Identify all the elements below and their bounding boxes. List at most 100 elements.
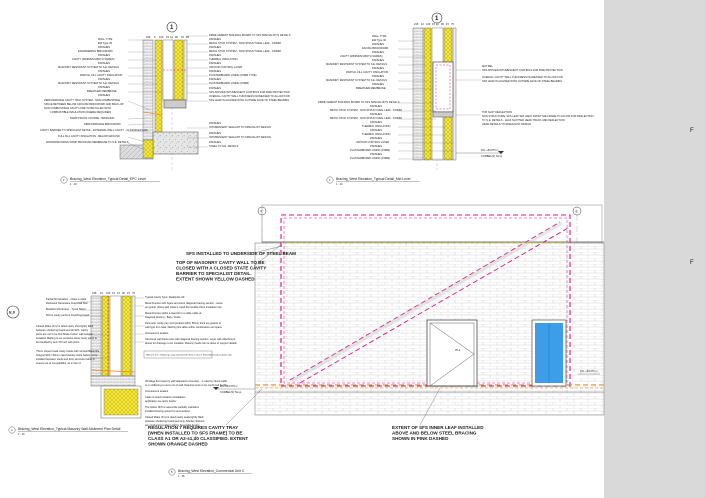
svg-text:FINISHES: FINISHES [370,128,382,132]
svg-text:FFL +53.675 m: FFL +53.675 m [220,384,238,388]
svg-text:TOP SLOT DEFLECTION: TOP SLOT DEFLECTION [482,110,512,114]
svg-text:FINISHES: FINISHES [209,37,221,41]
svg-text:EXTENT SHOWN YELLOW DASHED: EXTENT SHOWN YELLOW DASHED [176,277,255,282]
svg-text:NON STRUCTURAL SFS LEAF SET AW: NON STRUCTURAL SFS LEAF SET AWAY FROM TH… [482,114,594,118]
svg-text:FINISHES: FINISHES [370,144,382,148]
svg-text:PLASTERBOARD LINING (15MM): PLASTERBOARD LINING (15MM) [350,148,390,152]
svg-text:as typical. Wires with Class 1: as typical. Wires with Class 1 rated Per… [145,305,222,309]
svg-text:OVERALL CAVITY WALL THICKNESS: OVERALL CAVITY WALL THICKNESS INCREASED … [482,75,563,79]
door-tag: W-1 [455,348,461,352]
detail-title: Bracing_West Elevation_Typical Detail_Mi… [336,177,411,181]
brickwork-outer-leaf [142,39,154,141]
svg-text:OVERALL CAVITY WALL THICKNESS: OVERALL CAVITY WALL THICKNESS INCREASED … [209,94,290,98]
annotation-cavity-barrier: TOP OF MASONRY CAVITY WALL TO BE CLOSED … [176,260,266,282]
svg-text:FINISHES: FINISHES [372,66,384,70]
svg-text:TO S.E. DETAILS - LEAF SLOTTED: TO S.E. DETAILS - LEAF SLOTTED HEAD TRAC… [482,118,565,122]
svg-text:150: 150 [146,35,151,39]
svg-text:50mm cavity perform breathing: 50mm cavity perform breathing board [46,313,90,317]
svg-text:FINISHES: FINISHES [209,86,221,90]
level-marker: FFL +53.675 m CORBEL(S) Temp [213,384,255,394]
cavity-insulation [154,39,163,141]
svg-text:15: 15 [112,291,115,295]
svg-text:FINISHES: FINISHES [372,74,384,78]
svg-text:NON COMBUSTIBLE CAVITY FIRE TO: NON COMBUSTIBLE CAVITY FIRE TO BE FILLED… [44,106,111,110]
svg-text:MAT.REL: MAT.REL [482,64,493,68]
svg-text:FINISHES: FINISHES [370,104,382,108]
svg-text:FIBRE CEMENT BUILDING BOARD TO: FIBRE CEMENT BUILDING BOARD TO SFS SPECI… [209,33,291,37]
svg-text:(WHEN INSTALLED TO SFS FRAME): (WHEN INSTALLED TO SFS FRAME) TO BE [148,431,242,436]
svg-text:Closed Matte Vinyl is rated ca: Closed Matte Vinyl is rated cavity shut … [36,324,94,328]
svg-text:FINISHES: FINISHES [372,42,384,46]
svg-text:Class is rated insulation inst: Class is rated insulation installation [145,395,186,399]
svg-text:MASONRY RESTRAINT SYSTEM TO S.: MASONRY RESTRAINT SYSTEM TO S.E. DETAILS [326,78,387,82]
notes-lower: FIBRE CEMENT BUILDING BOARD TO SFS SPECI… [318,100,402,160]
svg-text:FINISHES: FINISHES [98,85,110,89]
west-elevation: F E W-1 [148,204,605,478]
svg-text:WATERPROOFING DAMP PROOFING ME: WATERPROOFING DAMP PROOFING MEMBRANE TO … [46,140,129,144]
svg-text:100: 100 [106,291,111,295]
svg-text:Rockwool Stoneware Dual Wall S: Rockwool Stoneware Dual Wall Stat [46,301,88,305]
svg-text:between shuttering board and o: between shuttering board and only. Stanl… [145,419,205,423]
svg-text:EXTENT OF SFS INNER LEAF INSTA: EXTENT OF SFS INNER LEAF INSTALLED [392,425,484,430]
svg-text:MASONRY RESTRAINT SYSTEM TO S.: MASONRY RESTRAINT SYSTEM TO S.E. DETAILS [58,81,119,85]
svg-text:FACING BRICKWORK: FACING BRICKWORK [362,46,389,50]
svg-text:Intumescent sealant: Intumescent sealant [145,331,168,335]
svg-text:FINISHES: FINISHES [98,53,110,57]
detail-scale: 1 : 10 [18,432,25,436]
svg-text:CAVITY BARRIER TO SPECIALIST D: CAVITY BARRIER TO SPECIALIST DETAIL - EX… [40,128,148,132]
svg-text:100: 100 [426,22,431,26]
detail-bubble-number: 1 [435,16,439,22]
svg-text:FINISHES: FINISHES [370,152,382,156]
svg-text:85: 85 [186,35,189,39]
svg-text:VAPOUR CONTROL LAYER: VAPOUR CONTROL LAYER [209,65,242,69]
svg-text:FINISHES: FINISHES [372,50,384,54]
svg-text:SFS LEAD IS ALIGNED WITH OUTSI: SFS LEAD IS ALIGNED WITH OUTSIDE FACE OF… [482,79,562,83]
svg-text:FINISHES: FINISHES [98,77,110,81]
svg-text:12: 12 [436,22,439,26]
svg-text:75: 75 [132,291,135,295]
svg-text:Typical Cavity Type: Details E: Typical Cavity Type: Details EL-09 [145,295,185,299]
svg-text:90: 90 [122,291,125,295]
svg-text:SHOWN ORANGE DASHED: SHOWN ORANGE DASHED [148,442,208,447]
svg-text:E: E [576,210,579,214]
upper-frame-outline [261,204,603,243]
callout-box: Hold at 4 to 6 - Reducing cavity and hol… [143,350,233,359]
steel-beam [163,99,187,109]
svg-text:15: 15 [127,291,130,295]
svg-text:90: 90 [175,35,178,39]
svg-text:INTUMESCENT SEALANT TO SPECIAL: INTUMESCENT SEALANT TO SPECIALIST DESIGN [209,125,271,129]
svg-text:Structural wall frame plan wit: Structural wall frame plan with diagonal… [145,337,235,341]
svg-text:PERFORMANCE BRICKWORK: PERFORMANCE BRICKWORK [84,122,121,126]
svg-text:DAMP PROOF COURSE - BRIDGING: DAMP PROOF COURSE - BRIDGING [70,116,114,120]
svg-text:BREATHER MEMBRANE: BREATHER MEMBRANE [87,89,117,93]
notes-left: Partial fill insulation - Class is rated… [35,297,100,365]
svg-text:METAL STUD SYSTEM - NON STRUCT: METAL STUD SYSTEM - NON STRUCTURAL LEAF … [209,41,281,45]
svg-text:installed between studs and fi: installed between studs and fixity struc… [36,357,96,361]
dimension-row: 150 5 100 15 12 90 15 85 [146,35,189,39]
notes-left: WALL TYPE EW Type 06 FINISHES ENGINEERIN… [40,37,148,144]
svg-text:15: 15 [446,22,449,26]
sheet-margin-panel [604,0,705,498]
svg-text:100: 100 [159,35,164,39]
svg-text:VAPOUR CONTROL LAYER: VAPOUR CONTROL LAYER [356,140,389,144]
annotation-cavity-tray: REGULATION 7 REQUIRES CAVITY TRAY (WHEN … [148,425,248,447]
annotation-sfs-underside: SFS INSTALLED TO UNDERSIDE OF STEEL BEAM [186,251,296,256]
svg-text:FINISHES: FINISHES [372,82,384,86]
notes-bottom: Windage flat masonry wall adjusted in tw… [145,379,228,427]
svg-text:5: 5 [154,35,156,39]
svg-text:ensure not at compatibility, a: ensure not at compatibility, as in Item … [36,361,81,365]
svg-text:SFS APPLIED INTUMESCENT COATIN: SFS APPLIED INTUMESCENT COATINGS FOR FIR… [209,90,290,94]
svg-text:12: 12 [170,35,173,39]
svg-text:FINISHES: FINISHES [370,136,382,140]
svg-text:COMBUSTIBLE INSULATION (WHERE: COMBUSTIBLE INSULATION (WHERE REQUIRED) [50,110,111,114]
level-marker: FFL +53.675 m CORBEL(S) Temp [456,148,504,158]
svg-text:FINISHES: FINISHES [209,69,221,73]
svg-text:FINISHES: FINISHES [209,140,221,144]
svg-text:CLOSED WITH A CLOSED STATE CAV: CLOSED WITH A CLOSED STATE CAVITY [176,266,266,271]
svg-text:Closed Matte Vinyl is rated ca: Closed Matte Vinyl is rated cavity seals… [145,415,204,419]
svg-text:CAVITY (MINIMUM WIDTH VARIES): CAVITY (MINIMUM WIDTH VARIES) [340,54,383,58]
svg-text:FINISHES: FINISHES [209,53,221,57]
svg-text:joints are not to be butt Matt: joints are not to be butt Matte Fusion w… [35,332,94,336]
section-marker [6,305,20,319]
